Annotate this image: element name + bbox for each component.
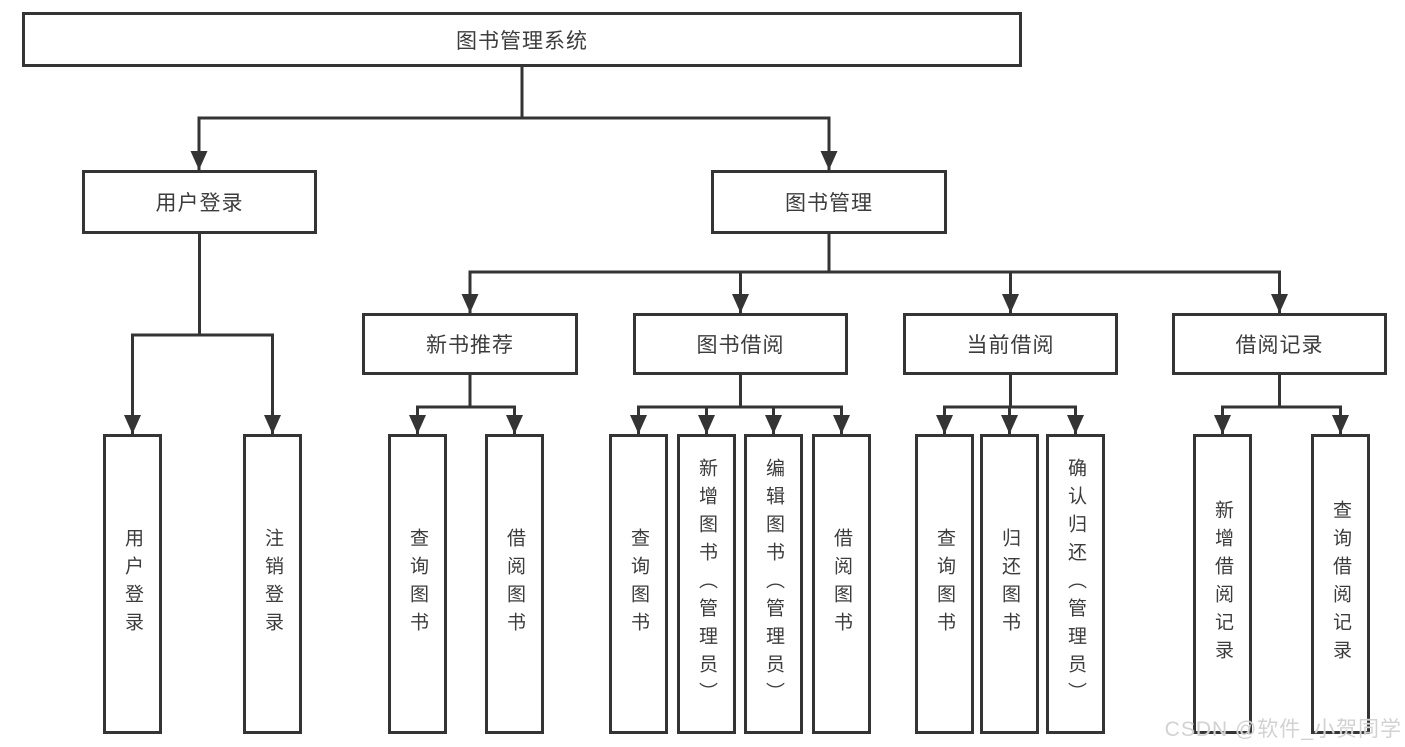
node-borrowing-records: 借阅记录 — [1172, 313, 1387, 375]
node-book-borrowing: 图书借阅 — [633, 313, 848, 375]
leaf-query-books-recommend: 查询图书 — [388, 434, 447, 734]
leaf-return-books: 归还图书 — [980, 434, 1039, 734]
leaf-add-borrow-record: 新增借阅记录 — [1193, 434, 1252, 734]
leaf-borrow-books: 借阅图书 — [812, 434, 871, 734]
leaf-borrow-books-recommend: 借阅图书 — [485, 434, 544, 734]
leaf-query-books-borrow: 查询图书 — [609, 434, 668, 734]
leaf-query-books-current: 查询图书 — [915, 434, 974, 734]
leaf-query-borrow-record: 查询借阅记录 — [1311, 434, 1370, 734]
node-root-system: 图书管理系统 — [22, 12, 1022, 67]
leaf-logout: 注销登录 — [243, 434, 302, 734]
leaf-edit-books-admin: 编辑图书（管理员） — [744, 434, 803, 734]
watermark: CSDN @软件_小贺同学 — [1164, 718, 1402, 741]
node-new-book-recommendation: 新书推荐 — [362, 313, 578, 375]
leaf-user-login: 用户登录 — [103, 434, 162, 734]
node-current-borrowing: 当前借阅 — [903, 313, 1118, 375]
node-book-management: 图书管理 — [711, 170, 947, 234]
leaf-confirm-return-admin: 确认归还（管理员） — [1046, 434, 1105, 734]
leaf-add-books-admin: 新增图书（管理员） — [677, 434, 736, 734]
node-user-login: 用户登录 — [82, 170, 317, 234]
